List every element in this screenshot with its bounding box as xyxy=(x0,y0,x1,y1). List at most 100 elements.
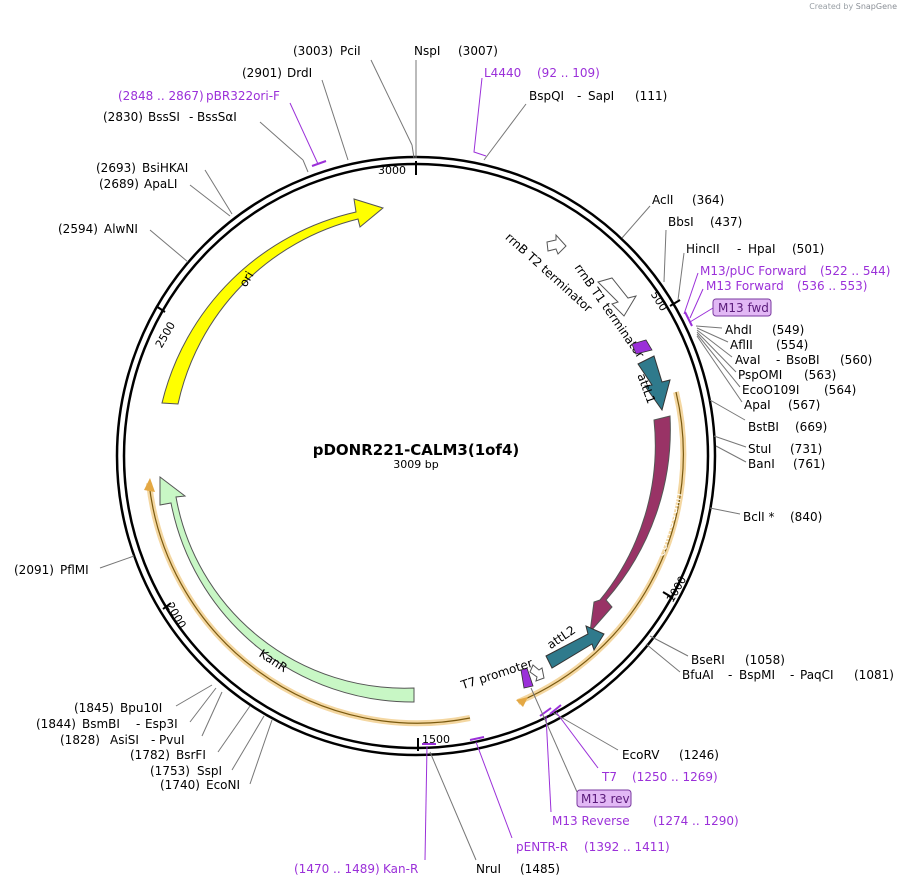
site-bstbi[interactable]: BstBI (669) xyxy=(709,399,827,434)
bfuai-leader xyxy=(645,643,681,673)
site-nspi[interactable]: NspI (3007) xyxy=(414,44,498,158)
econi-leader xyxy=(249,719,273,785)
site-bpu10i[interactable]: (1845) Bpu10I xyxy=(74,684,213,715)
bsssi-leader-tail xyxy=(302,159,309,173)
nspi-pos: (3007) xyxy=(458,44,498,58)
m13-reverse-range: (1274 .. 1290) xyxy=(653,814,739,828)
bsssi-dash: - xyxy=(189,110,193,124)
site-bcli[interactable]: BclI * (840) xyxy=(709,507,822,524)
site-avai[interactable]: AvaI - BsoBI (560) xyxy=(696,329,872,367)
primer-pentr-r[interactable]: pENTR-R (1392 .. 1411) xyxy=(469,736,670,854)
bpu10i-pos: (1845) xyxy=(74,701,114,715)
site-aflii[interactable]: AflII (554) xyxy=(696,327,808,352)
primer-kan-r[interactable]: (1470 .. 1489) Kan-R xyxy=(294,743,436,876)
kanr-orf-line xyxy=(146,482,471,727)
attl1-feature[interactable] xyxy=(637,355,671,412)
site-bbsi[interactable]: BbsI (437) xyxy=(663,215,742,283)
site-nrui[interactable]: NruI (1485) xyxy=(429,751,560,876)
site-apai[interactable]: ApaI (567) xyxy=(696,335,820,412)
site-pflmi[interactable]: (2091) PflMI xyxy=(14,555,135,577)
site-ecorv[interactable]: EcoRV (1246) xyxy=(551,711,719,762)
bpu10i-leader xyxy=(175,684,213,707)
rrnb-t2-feature[interactable] xyxy=(546,233,567,255)
site-alwni[interactable]: (2594) AlwNI xyxy=(58,222,189,263)
kanr-orf-line-core xyxy=(148,482,471,724)
bsihkai-leader xyxy=(204,169,233,215)
bcli-pos: (840) xyxy=(790,510,822,524)
tick-2500 xyxy=(155,305,166,313)
site-hincii[interactable]: HincII - HpaI (501) xyxy=(677,242,824,301)
bspqi-pos: (111) xyxy=(635,89,667,103)
site-stui[interactable]: StuI (731) xyxy=(713,435,822,456)
ahdi-name: AhdI xyxy=(725,323,752,337)
site-bsihkai[interactable]: (2693) BsiHKAI xyxy=(96,161,233,215)
site-pspomi[interactable]: PspOMI (563) xyxy=(696,331,836,382)
drdi-pos: (2901) xyxy=(242,66,282,80)
bani-name: BanI xyxy=(748,457,775,471)
pspomi-name: PspOMI xyxy=(738,368,782,382)
site-acli[interactable]: AclI (364) xyxy=(621,193,724,239)
ori-feature[interactable] xyxy=(161,198,385,405)
m13-fwd-box[interactable]: M13 fwd xyxy=(689,298,772,323)
m13-fwd-box-label: M13 fwd xyxy=(718,301,769,315)
pentr-r-name: pENTR-R xyxy=(516,840,568,854)
site-bani[interactable]: BanI (761) xyxy=(715,445,825,471)
bfuai-alt: BspMI xyxy=(739,668,775,682)
bsihkai-pos: (2693) xyxy=(96,161,136,175)
site-ahdi[interactable]: AhdI (549) xyxy=(695,323,804,337)
site-ecoo109i[interactable]: EcoO109I (564) xyxy=(696,333,856,397)
apai-pos: (567) xyxy=(788,398,820,412)
m13-rev-box[interactable]: M13 rev xyxy=(530,687,632,808)
primer-m13-forward[interactable]: M13 Forward (536 .. 553) xyxy=(684,279,867,327)
econi-name: EcoNI xyxy=(206,778,240,792)
nrui-leader xyxy=(429,751,477,861)
site-apali[interactable]: (2689) ApaLI xyxy=(99,177,231,217)
primer-m13puc-forward[interactable]: M13/pUC Forward (522 .. 544) xyxy=(683,264,890,315)
bcli-leader xyxy=(709,507,741,515)
site-econi[interactable]: (1740) EcoNI xyxy=(160,719,273,792)
nrui-name: NruI xyxy=(476,862,501,876)
primer-pbr322ori-f[interactable]: (2848 .. 2867) pBR322ori-F xyxy=(118,89,327,167)
asisi-pos: (1828) xyxy=(60,733,100,747)
primer-m13-reverse[interactable]: M13 Reverse (1274 .. 1290) xyxy=(539,707,739,828)
hincii-dash: - xyxy=(737,242,741,256)
site-bsmbi[interactable]: (1844) BsmBI - Esp3I xyxy=(36,687,217,731)
site-bseri[interactable]: BseRI (1058) xyxy=(649,635,785,667)
kanr-feature[interactable] xyxy=(159,475,415,703)
kanr-orf-arrowhead xyxy=(144,478,155,492)
site-drdi[interactable]: (2901) DrdI xyxy=(242,66,349,161)
tick-label-1500: 1500 xyxy=(422,733,450,746)
site-bspqi[interactable]: BspQI - SapI (111) xyxy=(483,89,667,161)
site-bfuai[interactable]: BfuAI - BspMI - PaqCI (1081) xyxy=(645,643,894,682)
ahdi-leader xyxy=(695,325,723,329)
bbsi-pos: (437) xyxy=(710,215,742,229)
bsssi-pos: (2830) xyxy=(103,110,143,124)
t7-range: (1250 .. 1269) xyxy=(632,770,718,784)
bsrfi-name: BsrFI xyxy=(176,748,206,762)
attl2-feature[interactable] xyxy=(545,625,605,669)
calmodulin-feature[interactable] xyxy=(589,415,671,634)
site-sspi[interactable]: (1753) SspI xyxy=(150,715,265,778)
sspi-leader xyxy=(231,715,265,771)
rrnb-t1-feature[interactable] xyxy=(597,277,638,317)
pentr-r-leader xyxy=(475,741,513,839)
site-asisi[interactable]: (1828) AsiSI - PvuI xyxy=(60,691,223,747)
pflmi-name: PflMI xyxy=(60,563,89,577)
ecoo109i-pos: (564) xyxy=(824,383,856,397)
m13-rev-box-bg xyxy=(576,789,632,808)
aflii-pos: (554) xyxy=(776,338,808,352)
apai-leader xyxy=(696,335,743,403)
hincii-leader xyxy=(677,252,685,301)
primer-l4440[interactable]: L4440 (92 .. 109) xyxy=(473,66,600,157)
primer-t7[interactable]: T7 (1250 .. 1269) xyxy=(549,704,718,784)
site-pcii[interactable]: (3003) PciI xyxy=(293,44,415,159)
t7-promoter-feature[interactable] xyxy=(529,664,545,682)
site-bsrfi[interactable]: (1782) BsrFI xyxy=(130,705,251,762)
bspqi-name: BspQI xyxy=(529,89,564,103)
nrui-pos: (1485) xyxy=(520,862,560,876)
bsihkai-name: BsiHKAI xyxy=(142,161,188,175)
bseri-name: BseRI xyxy=(691,653,725,667)
site-bsssi[interactable]: (2830) BssSI - BssSαI xyxy=(103,110,309,173)
acli-pos: (364) xyxy=(692,193,724,207)
